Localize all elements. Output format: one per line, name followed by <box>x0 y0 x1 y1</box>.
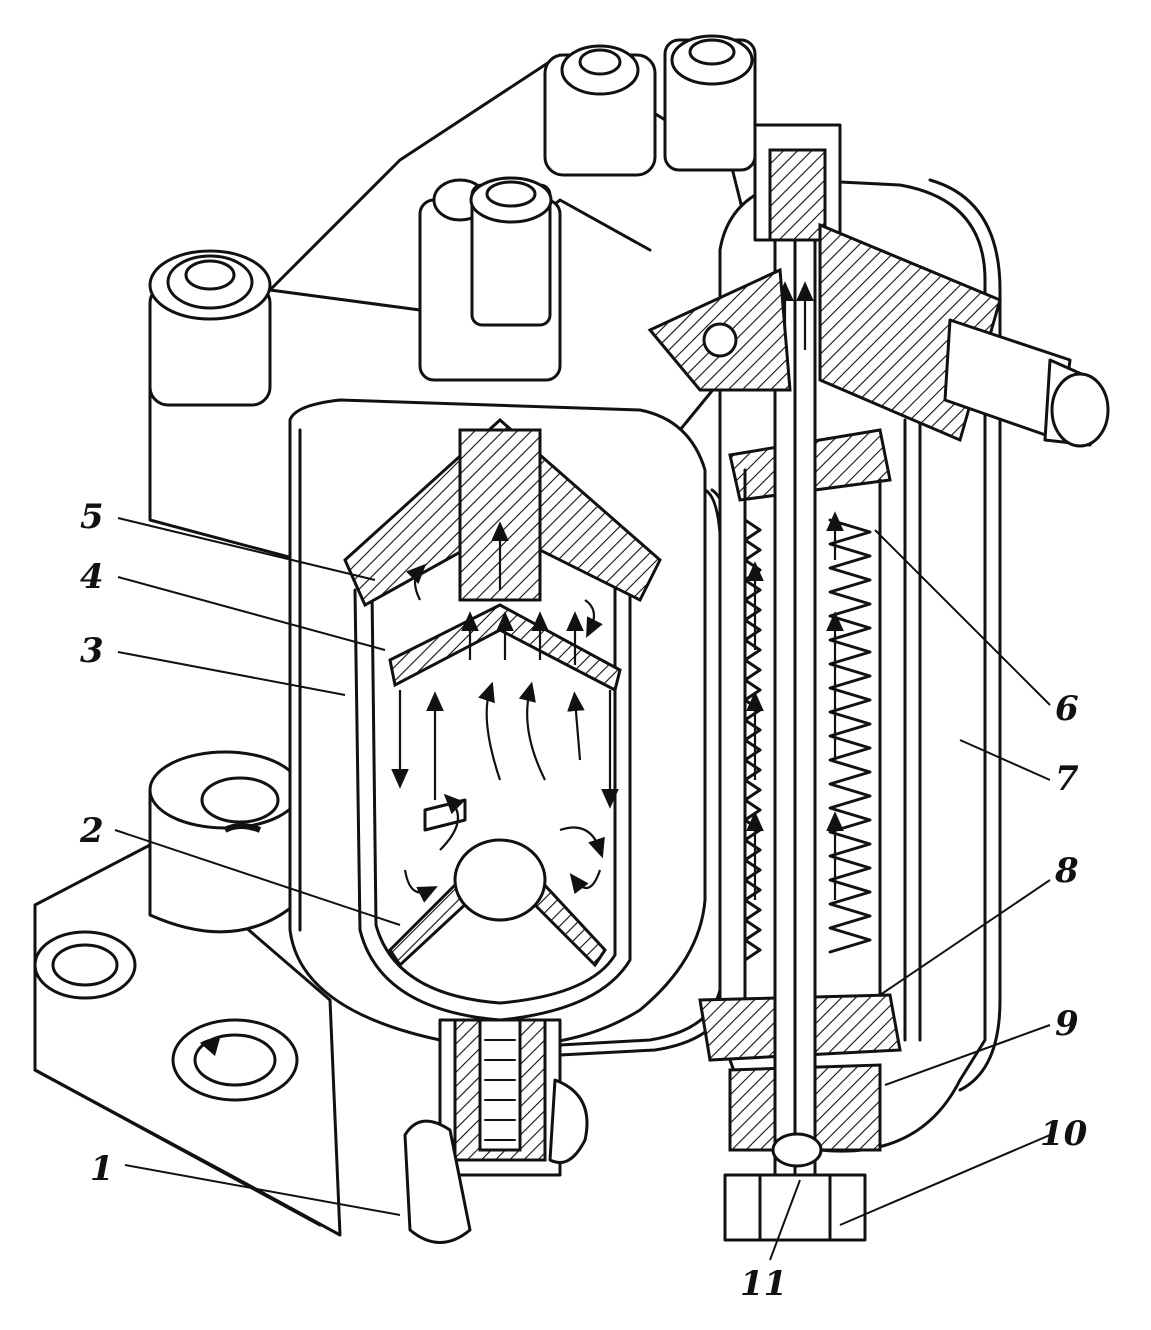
separator-bowl <box>288 398 707 1244</box>
outlet-fitting <box>647 222 1110 448</box>
callout-9: 9 <box>1055 1004 1079 1044</box>
callout-5: 5 <box>80 497 104 537</box>
callout-8: 8 <box>1054 851 1079 891</box>
plate-boss <box>148 750 302 934</box>
callout-7: 7 <box>1055 759 1079 799</box>
callout-3: 3 <box>80 631 104 671</box>
callouts: 1 2 3 4 5 6 7 8 9 10 11 <box>79 497 1088 1304</box>
callout-10: 10 <box>1040 1114 1088 1154</box>
callout-6: 6 <box>1055 689 1079 729</box>
callout-11: 11 <box>740 1264 787 1304</box>
callout-2: 2 <box>79 811 104 851</box>
callout-1: 1 <box>90 1149 114 1189</box>
leader-lines <box>114 517 1051 1261</box>
callout-4: 4 <box>80 557 104 597</box>
mounting-plate <box>33 843 342 1237</box>
